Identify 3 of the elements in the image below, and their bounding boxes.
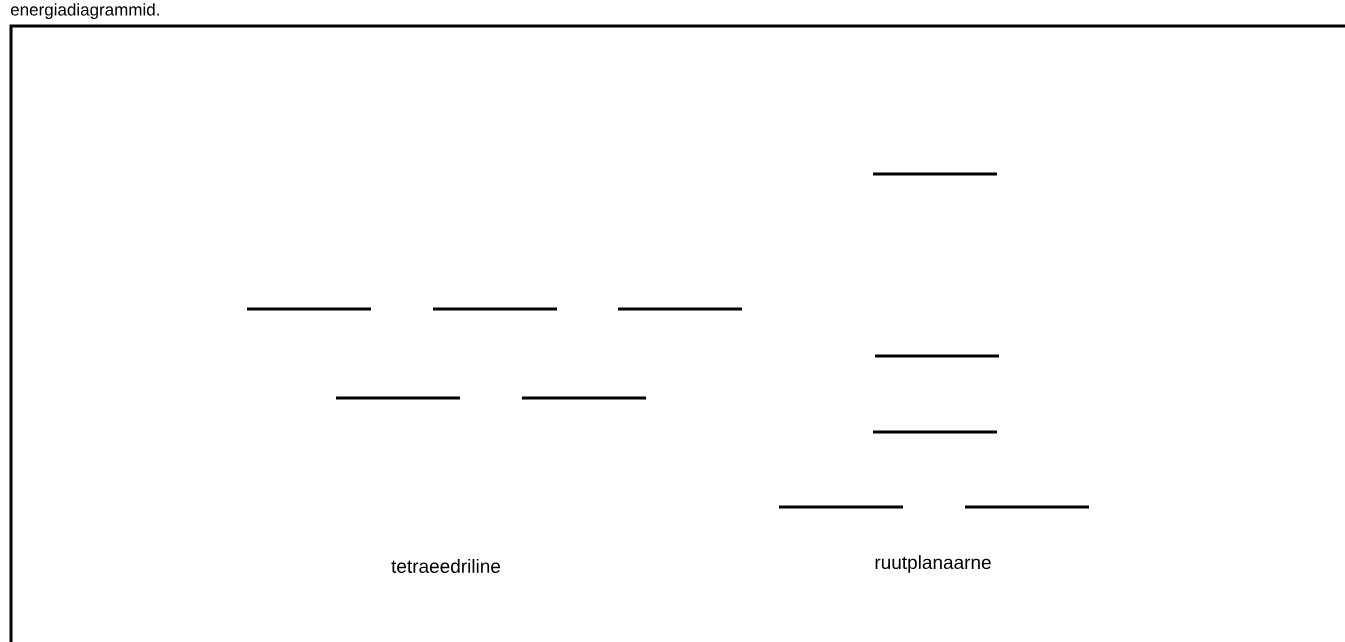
- title: energiadiagrammid.: [10, 3, 159, 20]
- diagram-label: tetraeedriline: [391, 559, 501, 573]
- diagram-label: ruutplanaarne: [875, 555, 991, 573]
